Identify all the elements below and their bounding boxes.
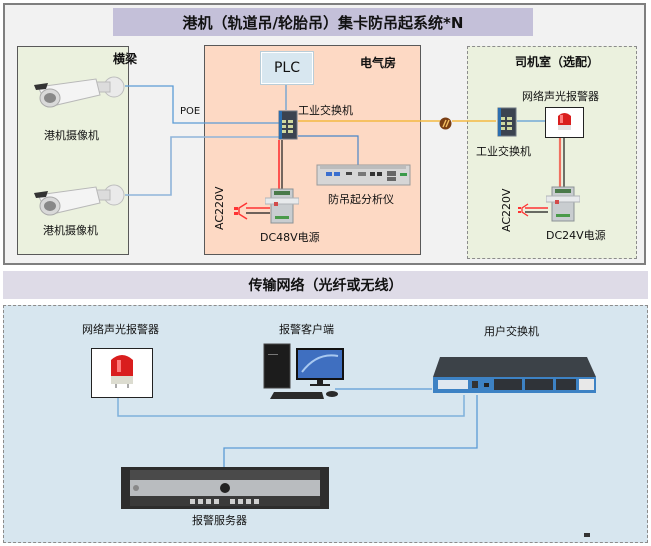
network-title: 传输网络（光纤或无线）	[3, 271, 648, 299]
zone-cab-label: 司机室（选配）	[515, 55, 600, 69]
user-switch-label: 用户交换机	[484, 325, 539, 338]
poe-link-camera-2	[125, 136, 285, 196]
alarm-light-icon	[91, 348, 153, 402]
poe-link-camera-1	[125, 85, 285, 124]
camera-icon	[34, 181, 126, 225]
industrial-switch-label: 工业交换机	[298, 104, 353, 117]
cab-power-supply-label: DC24V电源	[546, 229, 606, 242]
watermark-mark	[584, 533, 590, 537]
desktop-computer-icon	[262, 342, 352, 408]
zone-cab	[467, 46, 637, 259]
zone-electrical-room-label: 电气房	[360, 56, 397, 70]
camera-label: 港机摄像机	[44, 129, 99, 142]
fiber-link-icon	[439, 115, 452, 134]
analyzer-link	[298, 135, 359, 168]
power-supply-label: DC48V电源	[260, 231, 320, 244]
ac-plug-icon	[233, 202, 249, 224]
server-label: 报警服务器	[192, 514, 247, 527]
camera-label: 港机摄像机	[43, 224, 98, 237]
cab-alarm-label: 网络声光报警器	[522, 90, 599, 103]
user-switch-icon	[432, 355, 597, 399]
zone-beam-label: 横梁	[113, 52, 138, 66]
industrial-switch-icon	[497, 107, 517, 141]
power-supply-icon	[545, 186, 581, 226]
poe-label: POE	[180, 106, 201, 117]
analyzer-icon	[316, 163, 411, 191]
camera-icon	[34, 73, 126, 117]
server-icon	[120, 466, 330, 514]
industrial-switch-icon	[278, 110, 298, 144]
power-supply-icon	[264, 188, 300, 228]
ac-plug-icon	[517, 202, 529, 221]
analyzer-label: 防吊起分析仪	[328, 193, 394, 206]
network-alarm-label: 网络声光报警器	[82, 323, 159, 336]
alarm-light-icon	[545, 107, 584, 142]
system-title: 港机（轨道吊/轮胎吊）集卡防吊起系统*N	[113, 8, 533, 36]
client-label: 报警客户端	[279, 323, 334, 336]
plc-box: PLC	[261, 52, 313, 84]
cab-switch-label: 工业交换机	[476, 145, 531, 158]
